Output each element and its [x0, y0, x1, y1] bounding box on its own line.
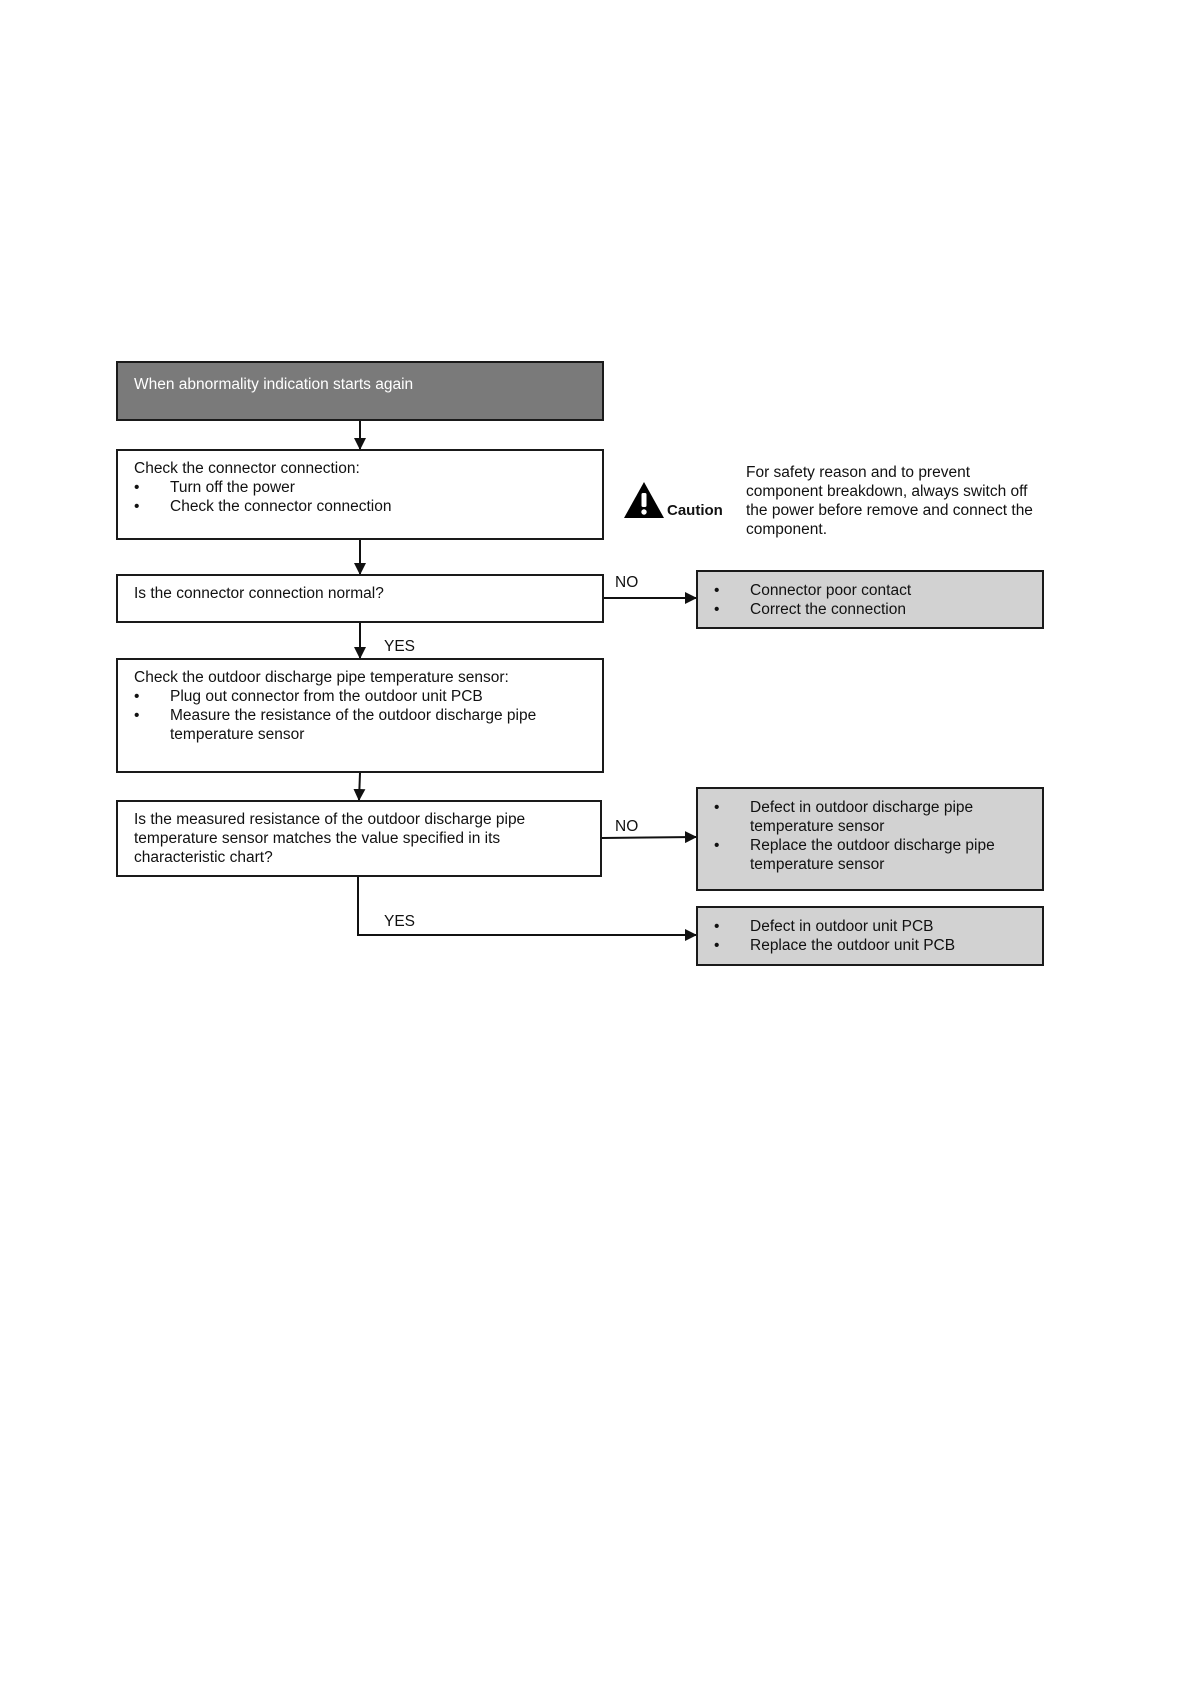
- decision-resistance-text: Is the measured resistance of the outdoo…: [134, 811, 526, 866]
- result-connector-poor: Connector poor contact Correct the conne…: [696, 570, 1044, 629]
- start-text: When abnormality indication starts again: [134, 376, 414, 393]
- check-connector-item: Turn off the power: [134, 478, 586, 497]
- check-connector-box: Check the connector connection: Turn off…: [116, 449, 604, 540]
- result-item: Connector poor contact: [714, 581, 1026, 600]
- start-box: When abnormality indication starts again: [116, 361, 604, 421]
- check-sensor-box: Check the outdoor discharge pipe tempera…: [116, 658, 604, 773]
- result-pcb-defect: Defect in outdoor unit PCB Replace the o…: [696, 906, 1044, 966]
- caution-note: For safety reason and to prevent compone…: [746, 464, 1033, 538]
- check-sensor-item: Measure the resistance of the outdoor di…: [134, 706, 586, 744]
- arrow-resistance-yes: [357, 877, 697, 941]
- check-sensor-title: Check the outdoor discharge pipe tempera…: [134, 669, 509, 686]
- check-connector-item: Check the connector connection: [134, 497, 586, 516]
- decision-resistance: Is the measured resistance of the outdoo…: [116, 800, 602, 877]
- decision-connector-text: Is the connector connection normal?: [134, 585, 384, 602]
- result-item: Defect in outdoor discharge pipe tempera…: [714, 798, 1026, 836]
- decision-connector-normal: Is the connector connection normal?: [116, 574, 604, 623]
- yes-label: YES: [384, 638, 416, 655]
- no-label: NO: [615, 574, 639, 591]
- arrow-sensor-to-question: [353, 772, 366, 801]
- yes-label: YES: [384, 913, 416, 930]
- result-item: Replace the outdoor discharge pipe tempe…: [714, 836, 1026, 874]
- no-label: NO: [615, 818, 639, 835]
- result-sensor-defect: Defect in outdoor discharge pipe tempera…: [696, 787, 1044, 891]
- caution-label: Caution: [667, 502, 723, 519]
- arrow-resistance-no: [601, 831, 697, 844]
- result-item: Correct the connection: [714, 600, 1026, 619]
- check-connector-title: Check the connector connection:: [134, 460, 360, 477]
- result-item: Defect in outdoor unit PCB: [714, 917, 1026, 936]
- caution-icon: [622, 480, 732, 524]
- check-sensor-item: Plug out connector from the outdoor unit…: [134, 687, 586, 706]
- result-item: Replace the outdoor unit PCB: [714, 936, 1026, 955]
